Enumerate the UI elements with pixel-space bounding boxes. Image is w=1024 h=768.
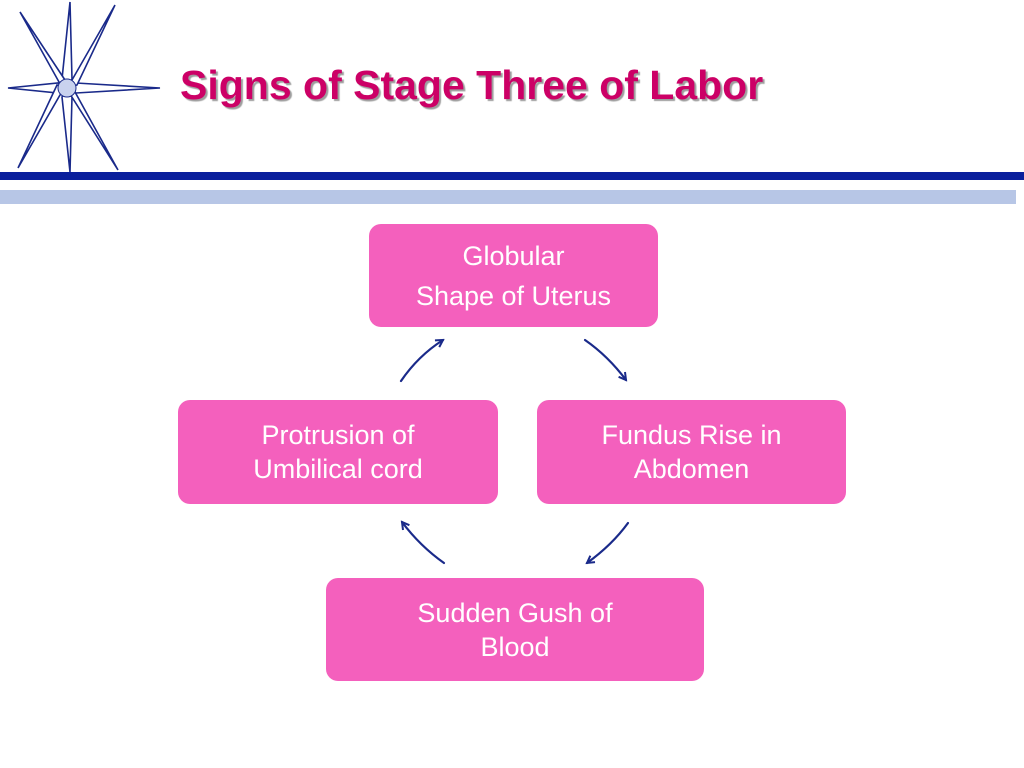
cycle-node-sudden-gush: Sudden Gush of Blood [326,578,704,681]
title-divider-light [0,190,1016,204]
node-label-line: Shape of Uterus [415,280,612,311]
cycle-node-globular-shape: Globular Shape of Uterus [369,224,658,327]
title-divider-dark [0,172,1024,180]
arrow-bottom-to-left [402,522,446,565]
cycle-node-protrusion-cord: Protrusion of Umbilical cord [178,400,498,504]
node-label-line: Umbilical cord [253,454,423,484]
arrow-left-to-top [399,338,443,383]
node-label-line: Globular [462,240,565,271]
arrow-right-to-bottom [587,521,630,563]
node-label-line: Sudden Gush of [417,597,613,628]
node-label-line: Abdomen [633,454,750,484]
node-label-line: Blood [480,631,550,662]
node-label-line: Fundus Rise in [601,420,782,450]
node-label-line: Protrusion of [261,420,415,450]
arrow-top-to-right [583,338,626,380]
page-title: Signs of Stage Three of Labor [180,62,764,108]
cycle-node-fundus-rise: Fundus Rise in Abdomen [537,400,846,504]
starburst-icon [7,1,161,173]
